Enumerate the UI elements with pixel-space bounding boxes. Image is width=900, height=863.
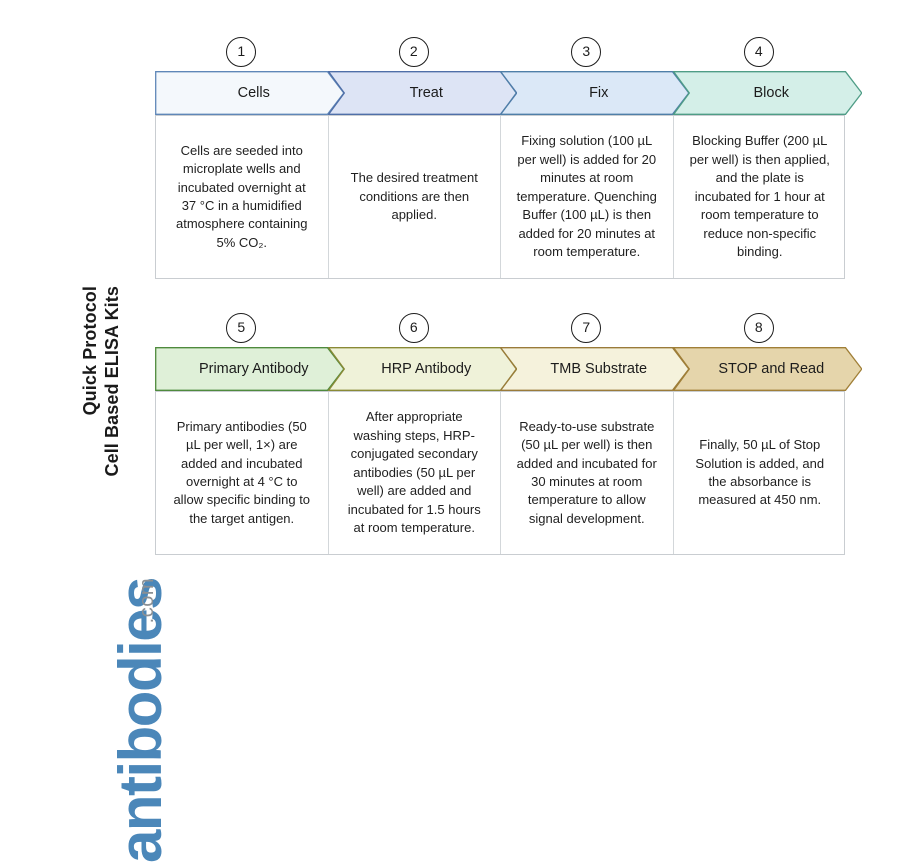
step-description-box-2: The desired treatment conditions are the…: [329, 116, 501, 278]
brand-logo: antibodies .com: [20, 290, 174, 863]
step-number-badge-6: 6: [398, 313, 429, 343]
step-number-badge-4: 4: [743, 37, 774, 67]
step-description-text-7: Ready-to-use substrate (50 µL per well) …: [516, 418, 657, 526]
step-chevron-label-5: Primary Antibody: [198, 361, 309, 377]
step-description-text-5: Primary antibodies (50 µL per well, 1×) …: [173, 418, 311, 526]
step-number-badge-1: 1: [226, 37, 257, 67]
step-number-badges-row-1: 1 2 3 4: [155, 35, 845, 71]
step-number-badge-3: 3: [571, 37, 602, 67]
step-description-text-4: Blocking Buffer (200 µL per well) is the…: [689, 133, 830, 260]
step-description-text-8: Finally, 50 µL of Stop Solution is added…: [695, 437, 825, 508]
step-chevron-7[interactable]: TMB Substrate: [500, 347, 690, 391]
step-chevron-6[interactable]: HRP Antibody: [328, 347, 518, 391]
step-number-badge-7: 7: [571, 313, 602, 343]
step-chevron-5[interactable]: Primary Antibody: [155, 347, 345, 391]
step-chevrons-row-1: Cells Treat Fix Block: [155, 71, 862, 115]
step-chevron-8[interactable]: STOP and Read: [673, 347, 863, 391]
step-description-box-5: Primary antibodies (50 µL per well, 1×) …: [156, 392, 329, 554]
step-description-text-6: After appropriate washing steps, HRP-con…: [347, 409, 481, 536]
step-number-badges-row-2: 5 6 7 8: [155, 311, 845, 347]
step-description-box-4: Blocking Buffer (200 µL per well) is the…: [674, 116, 847, 278]
step-number-badge-5: 5: [226, 313, 257, 343]
step-description-box-7: Ready-to-use substrate (50 µL per well) …: [501, 392, 674, 554]
step-description-box-8: Finally, 50 µL of Stop Solution is added…: [674, 392, 847, 554]
protocol-title: Cell Based ELISA Kits Quick Protocol: [56, 24, 122, 477]
step-description-box-1: Cells are seeded into microplate wells a…: [156, 116, 329, 278]
step-descriptions-row-1: Cells are seeded into microplate wells a…: [155, 115, 845, 279]
step-chevron-4[interactable]: Block: [673, 71, 863, 115]
step-chevron-label-2: Treat: [409, 85, 443, 101]
step-description-text-2: The desired treatment conditions are the…: [350, 170, 478, 223]
step-chevron-label-6: HRP Antibody: [381, 361, 472, 377]
step-chevrons-row-2: Primary Antibody HRP Antibody TMB Substrat…: [155, 347, 862, 391]
step-number-badge-8: 8: [743, 313, 774, 343]
step-descriptions-row-2: Primary antibodies (50 µL per well, 1×) …: [155, 391, 845, 555]
step-description-box-3: Fixing solution (100 µL per well) is add…: [501, 116, 674, 278]
step-number-badge-2: 2: [398, 37, 429, 67]
step-description-text-1: Cells are seeded into microplate wells a…: [175, 142, 308, 250]
step-chevron-label-4: Block: [753, 85, 789, 101]
step-description-text-3: Fixing solution (100 µL per well) is add…: [516, 133, 657, 260]
step-chevron-1[interactable]: Cells: [155, 71, 345, 115]
step-chevron-label-7: TMB Substrate: [550, 361, 648, 377]
step-chevron-label-1: Cells: [237, 85, 270, 101]
step-chevron-label-3: Fix: [589, 85, 609, 101]
step-chevron-2[interactable]: Treat: [328, 71, 518, 115]
brand-logo-tld: .com: [136, 578, 158, 624]
step-chevron-label-8: STOP and Read: [718, 361, 825, 377]
step-description-box-6: After appropriate washing steps, HRP-con…: [329, 392, 501, 554]
protocol-flow-row-1: 1 2 3 4 Cells Treat Fix Block Cells are seeded…: [155, 35, 862, 279]
step-chevron-3[interactable]: Fix: [500, 71, 690, 115]
protocol-flow-row-2: 5 6 7 8 Primary Antibody HRP Antibody TMB Sub…: [155, 311, 862, 555]
